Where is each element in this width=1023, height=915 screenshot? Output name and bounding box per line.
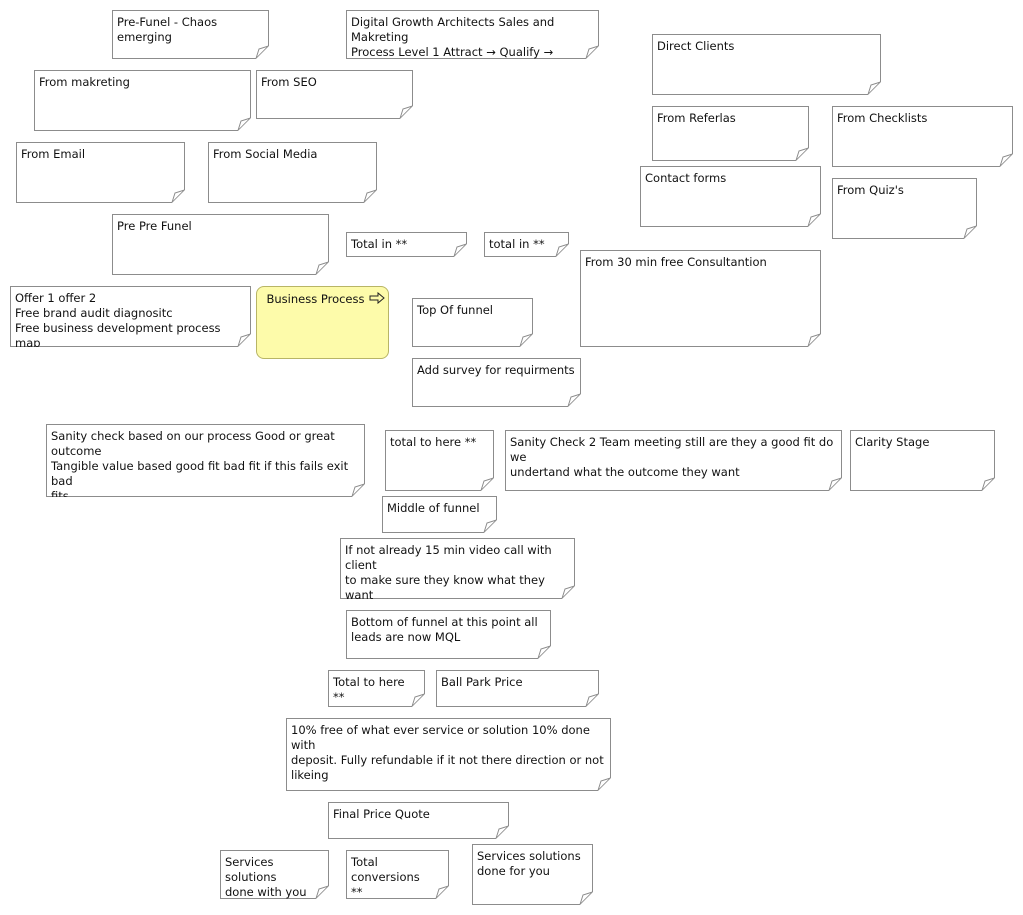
note-direct-clients[interactable]: Direct Clients [652, 34, 881, 95]
note-text: Sanity check based on our process Good o… [51, 429, 349, 503]
note-total-in-1[interactable]: Total in ** [346, 232, 467, 257]
note-text: Ball Park Price [441, 675, 523, 689]
note-total-to-here-1[interactable]: total to here ** [385, 430, 494, 491]
note-from-quiz[interactable]: From Quiz's [832, 178, 977, 239]
note-add-survey[interactable]: Add survey for requirments [412, 358, 581, 407]
note-text: Services solutions done for you [477, 849, 581, 878]
note-ten-percent[interactable]: 10% free of what ever service or solutio… [286, 718, 611, 791]
note-title[interactable]: Digital Growth Architects Sales and Makr… [346, 10, 599, 59]
note-text: From SEO [261, 75, 317, 89]
note-video-call[interactable]: If not already 15 min video call with cl… [340, 538, 575, 599]
note-services-with-you[interactable]: Services solutions done with you [220, 850, 329, 899]
note-total-in-2[interactable]: total in ** [484, 232, 569, 257]
note-clarity-stage[interactable]: Clarity Stage [850, 430, 995, 491]
note-text: Top Of funnel [417, 303, 494, 317]
note-text: From Email [21, 147, 86, 161]
note-from-makreting[interactable]: From makreting [34, 70, 251, 131]
note-ball-park-price[interactable]: Ball Park Price [436, 670, 599, 707]
note-text: Total in ** [351, 237, 408, 251]
note-from-checklists[interactable]: From Checklists [832, 106, 1013, 167]
note-text: Total to here ** [333, 675, 405, 704]
note-from-social-media[interactable]: From Social Media [208, 142, 377, 203]
note-text: Offer 1 offer 2 Free brand audit diagnos… [15, 291, 221, 350]
note-offer[interactable]: Offer 1 offer 2 Free brand audit diagnos… [10, 286, 251, 347]
note-text: Middle of funnel [387, 501, 480, 515]
note-total-to-here-2[interactable]: Total to here ** [328, 670, 425, 707]
note-pre-funel[interactable]: Pre-Funel - Chaos emerging [112, 10, 269, 59]
note-text: From Referlas [657, 111, 736, 125]
business-process-box[interactable]: Business Process [256, 286, 389, 359]
note-text: Bottom of funnel at this point all leads… [351, 615, 538, 644]
note-bottom-of-funnel[interactable]: Bottom of funnel at this point all leads… [346, 610, 551, 659]
note-text: Pre Pre Funel [117, 219, 192, 233]
note-from-consultation[interactable]: From 30 min free Consultantion [580, 250, 821, 347]
note-text: Sanity Check 2 Team meeting still are th… [510, 435, 834, 479]
note-text: Add survey for requirments [417, 363, 575, 377]
note-text: total in ** [489, 237, 545, 251]
note-text: Services solutions done with you [225, 855, 307, 899]
note-sanity-check[interactable]: Sanity check based on our process Good o… [46, 424, 365, 497]
note-contact-forms[interactable]: Contact forms [640, 166, 821, 227]
note-text: From Quiz's [837, 183, 904, 197]
note-text: From 30 min free Consultantion [585, 255, 767, 269]
note-text: Clarity Stage [855, 435, 930, 449]
note-from-referlas[interactable]: From Referlas [652, 106, 809, 161]
note-text: From Checklists [837, 111, 928, 125]
note-total-conversions[interactable]: Total conversions ** [346, 850, 449, 899]
note-text: Digital Growth Architects Sales and Makr… [351, 15, 555, 74]
process-arrow-icon [369, 292, 385, 304]
note-text: From makreting [39, 75, 130, 89]
note-text: Pre-Funel - Chaos emerging [117, 15, 218, 44]
note-sanity-check-2[interactable]: Sanity Check 2 Team meeting still are th… [505, 430, 842, 491]
note-pre-pre-funel[interactable]: Pre Pre Funel [112, 214, 329, 275]
note-text: 10% free of what ever service or solutio… [291, 723, 604, 782]
note-from-email[interactable]: From Email [16, 142, 185, 203]
note-from-seo[interactable]: From SEO [256, 70, 413, 119]
note-text: If not already 15 min video call with cl… [345, 543, 552, 602]
note-text: Direct Clients [657, 39, 735, 53]
note-text: Contact forms [645, 171, 727, 185]
note-text: Final Price Quote [333, 807, 430, 821]
note-final-price-quote[interactable]: Final Price Quote [328, 802, 509, 839]
note-services-for-you[interactable]: Services solutions done for you [472, 844, 593, 905]
note-top-of-funnel[interactable]: Top Of funnel [412, 298, 533, 347]
business-process-label: Business Process [266, 292, 365, 306]
note-text: From Social Media [213, 147, 318, 161]
note-middle-of-funnel[interactable]: Middle of funnel [382, 496, 497, 533]
note-text: Total conversions ** [351, 855, 420, 899]
note-text: total to here ** [390, 435, 477, 449]
